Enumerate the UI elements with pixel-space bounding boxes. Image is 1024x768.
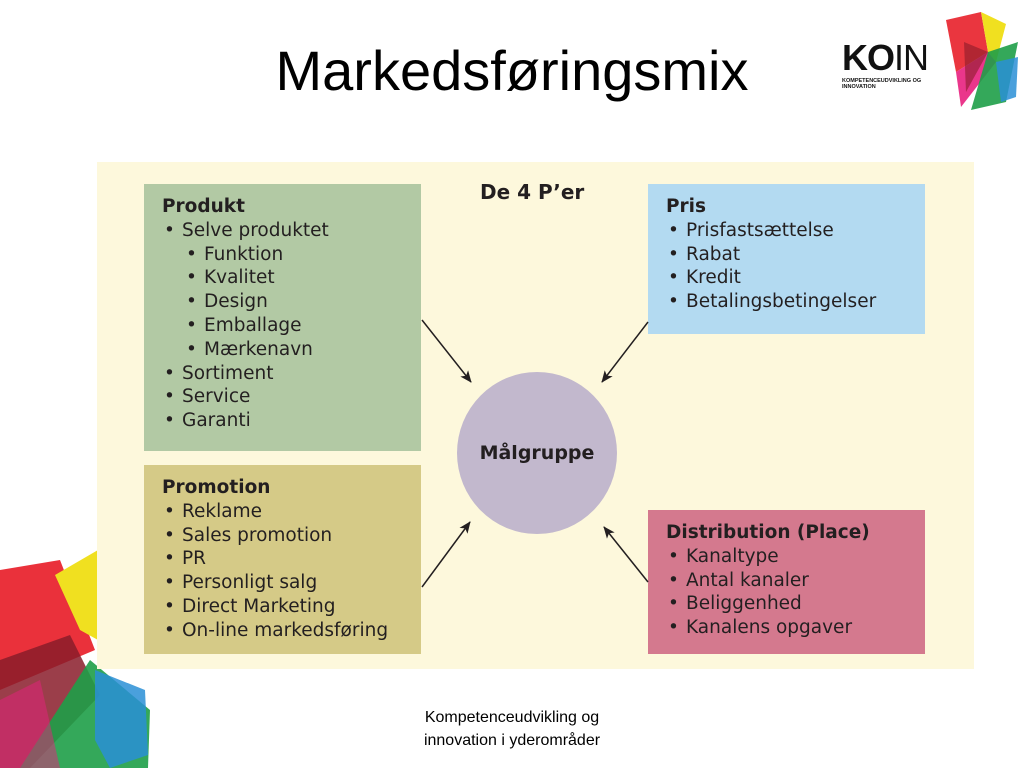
produkt-heading: Produkt — [162, 196, 245, 217]
footer-line: Kompetenceudvikling og — [424, 709, 600, 726]
logo-text-regular: IN — [894, 37, 929, 78]
list-item: Kanalens opgaver — [666, 616, 907, 640]
promotion-box: Promotion Reklame Sales promotion PR Per… — [144, 465, 421, 654]
list-item: Reklame — [162, 500, 403, 524]
list-item: Garanti — [162, 409, 403, 433]
list-item: Mærkenavn — [162, 338, 403, 362]
arrow-promotion — [421, 521, 471, 588]
list-item: Design — [162, 290, 403, 314]
list-item: Rabat — [666, 243, 907, 267]
list-item: Emballage — [162, 314, 403, 338]
list-item: Funktion — [162, 243, 403, 267]
list-item: Personligt salg — [162, 571, 403, 595]
logo-text: KOIN — [842, 37, 929, 78]
arrow-produkt — [421, 319, 472, 383]
distribution-list: Kanaltype Antal kanaler Beliggenhed Kana… — [666, 545, 907, 640]
decorative-shapes-icon — [0, 550, 150, 768]
produkt-list: Selve produktet Funktion Kvalitet Design… — [162, 219, 403, 433]
list-item: Prisfastsættelse — [666, 219, 907, 243]
list-item: Kvalitet — [162, 266, 403, 290]
list-item: Kredit — [666, 266, 907, 290]
promotion-heading: Promotion — [162, 477, 271, 498]
distribution-box: Distribution (Place) Kanaltype Antal kan… — [648, 510, 925, 654]
slide-title: Markedsføringsmix — [275, 39, 749, 102]
koin-logo: KOIN KOMPETENCEUDVIKLING OG INNOVATION — [838, 12, 1018, 112]
list-item: Antal kanaler — [666, 569, 907, 593]
list-item: PR — [162, 547, 403, 571]
arrow-pris — [601, 321, 649, 383]
list-item: Kanaltype — [666, 545, 907, 569]
list-item: Direct Marketing — [162, 595, 403, 619]
logo-subtitle: KOMPETENCEUDVIKLING OG INNOVATION — [842, 78, 922, 90]
diagram-title: De 4 P’er — [480, 180, 585, 204]
pris-box: Pris Prisfastsættelse Rabat Kredit Betal… — [648, 184, 925, 334]
logo-shapes-icon — [946, 12, 1018, 110]
list-item: Selve produktet — [162, 219, 403, 243]
distribution-heading: Distribution (Place) — [666, 522, 870, 543]
arrow-distribution — [603, 526, 649, 583]
list-item: Sales promotion — [162, 524, 403, 548]
arrows — [421, 319, 649, 588]
pris-list: Prisfastsættelse Rabat Kredit Betalingsb… — [666, 219, 907, 314]
list-item: Beliggenhed — [666, 592, 907, 616]
produkt-box: Produkt Selve produktet Funktion Kvalite… — [144, 184, 421, 451]
list-item: Sortiment — [162, 362, 403, 386]
pris-heading: Pris — [666, 196, 707, 217]
promotion-list: Reklame Sales promotion PR Personligt sa… — [162, 500, 403, 643]
footer-line: innovation i yderområder — [423, 732, 601, 749]
list-item: On-line markedsføring — [162, 619, 403, 643]
logo-text-bold: KO — [842, 37, 895, 78]
list-item: Betalingsbetingelser — [666, 290, 907, 314]
malgruppe-circle: Målgruppe — [457, 372, 617, 534]
malgruppe-label: Målgruppe — [479, 442, 595, 464]
slide-footer: Kompetenceudvikling og innovation i yder… — [362, 706, 662, 752]
list-item: Service — [162, 385, 403, 409]
marketing-mix-diagram: De 4 P’er Produkt Selve produktet Funkti… — [97, 162, 974, 669]
